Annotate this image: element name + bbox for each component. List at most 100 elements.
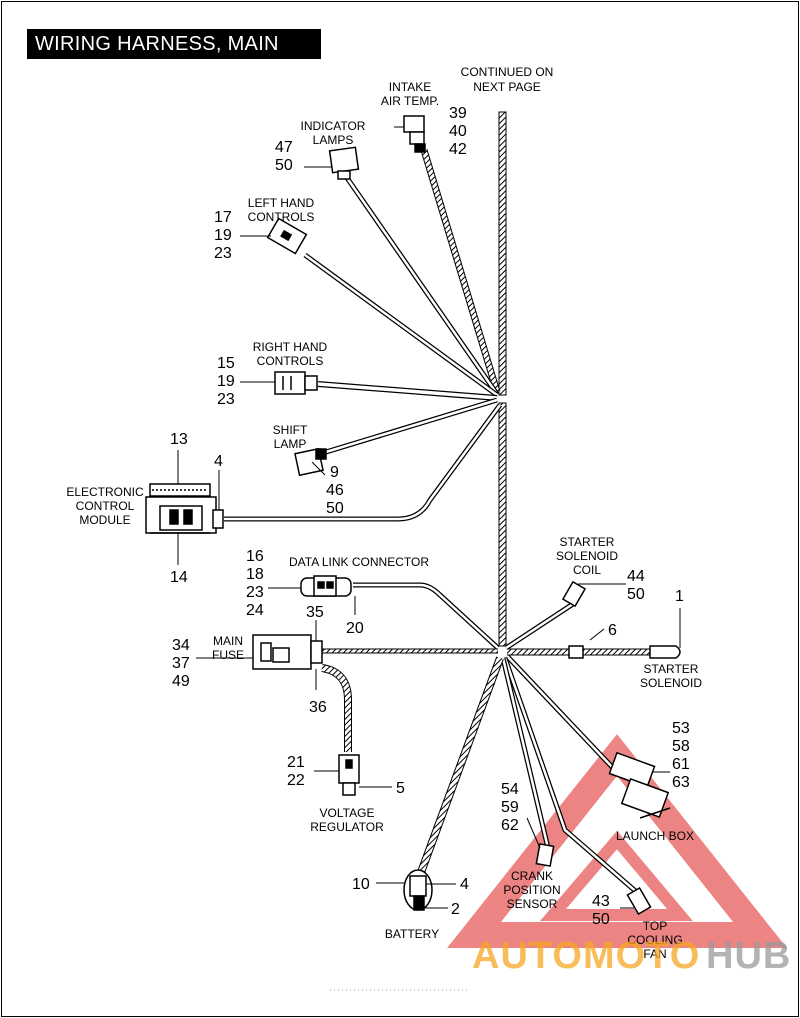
label-ecm-2: CONTROL	[76, 499, 135, 513]
label-solenoid-1: STARTER	[644, 662, 699, 676]
starter-solenoid-terminal	[568, 645, 681, 659]
callout-46: 46	[326, 482, 344, 499]
callout-9: 9	[330, 464, 339, 481]
callout-58: 58	[672, 738, 690, 755]
watermark-hub: HUB	[706, 935, 791, 977]
fan-connector	[626, 886, 652, 916]
callout-21: 21	[287, 754, 305, 771]
label-fuse-1: MAIN	[213, 634, 243, 648]
callout-43: 43	[592, 893, 610, 910]
callout-62: 62	[501, 817, 519, 834]
label-launch: LAUNCH BOX	[616, 829, 694, 843]
page-title: WIRING HARNESS, MAIN	[27, 29, 321, 59]
shift-lamp-connector	[294, 447, 327, 477]
label-continued-1: CONTINUED ON	[461, 65, 554, 79]
intake-sensor	[403, 115, 426, 153]
callout-23-a: 23	[214, 245, 232, 262]
label-left-hand-1: LEFT HAND	[248, 196, 315, 210]
label-crank-3: SENSOR	[507, 897, 558, 911]
callout-49: 49	[172, 673, 190, 690]
label-right-hand-1: RIGHT HAND	[253, 340, 328, 354]
callout-5: 5	[396, 780, 405, 797]
crank-sensor-connector	[535, 843, 555, 867]
label-vr-2: REGULATOR	[310, 820, 384, 834]
label-right-hand-2: CONTROLS	[257, 354, 324, 368]
label-crank-1: CRANK	[511, 869, 553, 883]
callout-13: 13	[170, 431, 188, 448]
voltage-regulator	[338, 754, 360, 796]
label-dlc: DATA LINK CONNECTOR	[289, 555, 429, 569]
launch-box	[608, 751, 671, 819]
label-fuse-2: FUSE	[212, 648, 244, 662]
label-fan-3: FAN	[643, 947, 666, 961]
ecm	[145, 483, 224, 534]
label-ecm-3: MODULE	[79, 513, 130, 527]
watermark-text: AUTOMOTO HUB	[472, 935, 791, 977]
callout-44: 44	[627, 568, 645, 585]
callout-36: 36	[309, 699, 327, 716]
left-hand-connector	[266, 217, 308, 255]
callout-23-c: 23	[246, 584, 264, 601]
callout-40: 40	[449, 123, 467, 140]
label-indicator-1: INDICATOR	[301, 119, 366, 133]
callout-numbers: 39 40 42 47 50 17 19 23 15 19 23 13 4 14…	[170, 105, 690, 928]
callout-6: 6	[608, 622, 617, 639]
indicator-lamp-connector	[328, 146, 360, 180]
callout-4-b: 4	[460, 876, 469, 893]
callout-54: 54	[501, 781, 519, 798]
callout-63: 63	[672, 774, 690, 791]
starter-coil-connector	[561, 580, 587, 608]
main-trunk	[498, 111, 507, 647]
label-continued-2: NEXT PAGE	[473, 80, 541, 94]
callout-20: 20	[346, 620, 364, 637]
label-ecm-1: ELECTRONIC	[66, 485, 144, 499]
battery-terminal	[403, 869, 433, 911]
callout-17: 17	[214, 209, 232, 226]
callout-37: 37	[172, 655, 190, 672]
callout-42: 42	[449, 141, 467, 158]
callout-39: 39	[449, 105, 467, 122]
callout-19-b: 19	[217, 373, 235, 390]
callout-50-b: 50	[326, 500, 344, 517]
label-vr-1: VOLTAGE	[320, 806, 375, 820]
watermark-automoto: AUTOMOTO	[472, 935, 700, 977]
callout-1: 1	[675, 588, 684, 605]
callout-61: 61	[672, 756, 690, 773]
callout-24: 24	[246, 602, 264, 619]
callout-16: 16	[246, 548, 264, 565]
callout-35: 35	[306, 604, 324, 621]
callout-19-a: 19	[214, 227, 232, 244]
label-coil-1: STARTER	[560, 535, 615, 549]
callout-50-d: 50	[592, 911, 610, 928]
leader-lines	[177, 126, 681, 909]
label-solenoid-2: SOLENOID	[640, 676, 702, 690]
callout-2: 2	[451, 901, 460, 918]
callout-14: 14	[170, 569, 188, 586]
callout-59: 59	[501, 799, 519, 816]
callout-53: 53	[672, 720, 690, 737]
label-coil-2: SOLENOID	[556, 549, 618, 563]
label-left-hand-2: CONTROLS	[248, 210, 315, 224]
callout-34: 34	[172, 637, 190, 654]
label-crank-2: POSITION	[503, 883, 560, 897]
label-coil-3: COIL	[573, 563, 601, 577]
callout-15: 15	[217, 355, 235, 372]
main-fuse	[252, 634, 323, 670]
data-link-connector	[300, 575, 352, 597]
label-fan-2: COOLING	[627, 933, 682, 947]
callout-22: 22	[287, 772, 305, 789]
label-intake-2: AIR TEMP.	[381, 94, 439, 108]
label-shift-1: SHIFT	[273, 423, 308, 437]
callout-50-c: 50	[627, 586, 645, 603]
callout-18: 18	[246, 566, 264, 583]
component-labels: CONTINUED ON NEXT PAGE INTAKE AIR TEMP. …	[66, 65, 702, 961]
label-indicator-2: LAMPS	[313, 133, 354, 147]
label-intake-1: INTAKE	[389, 80, 431, 94]
right-hand-connector	[274, 371, 318, 395]
label-battery: BATTERY	[385, 927, 439, 941]
callout-50-a: 50	[275, 157, 293, 174]
callout-23-b: 23	[217, 391, 235, 408]
callout-4-a: 4	[214, 453, 223, 470]
callout-10: 10	[352, 876, 370, 893]
